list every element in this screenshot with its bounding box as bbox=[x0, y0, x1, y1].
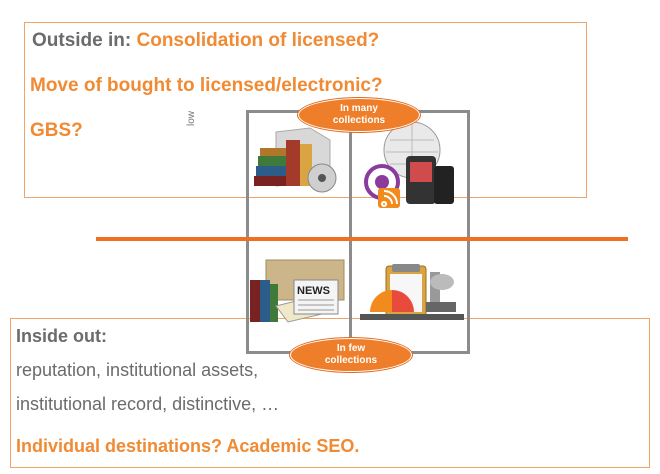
lab-clipboard-chart-icon bbox=[360, 264, 464, 320]
in-many-collections-label: In many collections bbox=[298, 98, 420, 132]
consolidation-question: Consolidation of licensed? bbox=[136, 30, 380, 51]
gbs-question: GBS? bbox=[30, 120, 83, 141]
horizontal-divider-bar bbox=[96, 237, 628, 241]
low-axis-label: low bbox=[186, 110, 197, 126]
outside-in-heading: Outside in: Consolidation of licensed? bbox=[32, 30, 379, 52]
in-few-collections-text: In few collections bbox=[324, 343, 378, 366]
individual-destinations-question: Individual destinations? Academic SEO. bbox=[16, 436, 360, 456]
news-books-icon: NEWS bbox=[250, 259, 345, 323]
inside-out-heading: Inside out: bbox=[16, 326, 107, 346]
books-cd-icon bbox=[254, 127, 337, 193]
in-few-collections-label: In few collections bbox=[290, 338, 412, 372]
inside-out-line-2: reputation, institutional assets, bbox=[16, 360, 259, 380]
grid-left-edge bbox=[246, 110, 249, 354]
outside-in-label: Outside in: bbox=[32, 30, 137, 51]
podcast-wiki-media-icon bbox=[364, 121, 454, 208]
move-bought-question: Move of bought to licensed/electronic? bbox=[30, 75, 383, 96]
news-label: NEWS bbox=[297, 285, 330, 297]
inside-out-line-3: institutional record, distinctive, … bbox=[16, 394, 280, 414]
grid-vertical-divider bbox=[349, 110, 352, 354]
grid-right-edge bbox=[467, 110, 470, 354]
in-many-collections-text: In many collections bbox=[332, 103, 386, 126]
